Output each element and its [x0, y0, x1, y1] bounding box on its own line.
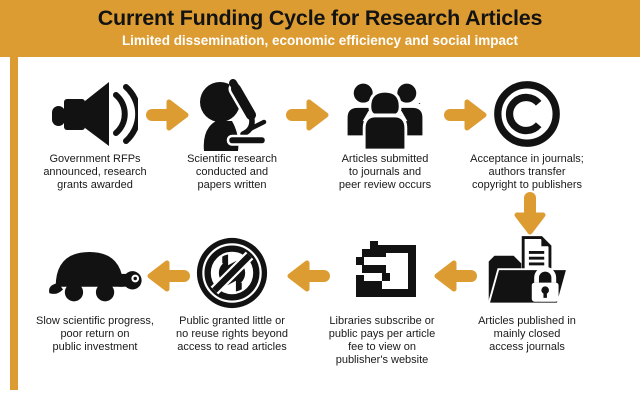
page-title: Current Funding Cycle for Research Artic…	[97, 6, 543, 30]
no-reuse-icon	[194, 234, 270, 312]
step-caption: Scientific research conducted and papers…	[187, 153, 277, 191]
step-caption: Public granted little or no reuse rights…	[176, 315, 288, 353]
header-banner: Current Funding Cycle for Research Artic…	[0, 0, 640, 57]
paywall-dollar-icon	[342, 234, 422, 312]
flow-step-3: Articles submitted to journals and peer …	[315, 78, 455, 192]
flow-step-6: Libraries subscribe or public pays per a…	[312, 234, 452, 367]
flow-step-5: Articles published in mainly closed acce…	[457, 234, 597, 354]
step-caption: Articles published in mainly closed acce…	[478, 315, 576, 353]
step-caption: Articles submitted to journals and peer …	[338, 153, 432, 191]
flow-arrow-left-icon	[146, 254, 190, 298]
researcher-microscope-icon	[194, 78, 270, 151]
step-caption: Acceptance in journals; authors transfer…	[470, 153, 584, 191]
locked-folder-icon	[483, 234, 571, 312]
page-subtitle: Limited dissemination, economic efficien…	[121, 33, 519, 48]
flow-step-4: Acceptance in journals; authors transfer…	[457, 78, 597, 192]
step-caption: Government RFPs announced, research gran…	[43, 153, 147, 191]
flow-arrow-right-icon	[444, 93, 488, 137]
turtle-icon	[43, 234, 147, 312]
announcement-speaker-icon	[52, 78, 138, 150]
step-caption: Slow scientific progress, poor return on…	[36, 315, 154, 353]
flow-step-8: Slow scientific progress, poor return on…	[25, 234, 165, 354]
copyright-icon	[491, 78, 563, 150]
flow-arrow-left-icon	[433, 254, 477, 298]
flow-arrow-down-icon	[508, 192, 552, 236]
flow-step-1: Government RFPs announced, research gran…	[25, 78, 165, 192]
flow-arrow-left-icon	[286, 254, 330, 298]
flow-step-2: Scientific research conducted and papers…	[162, 78, 302, 192]
peer-review-group-icon	[342, 78, 428, 150]
flow-step-7: Public granted little or no reuse rights…	[162, 234, 302, 354]
flow-arrow-right-icon	[286, 93, 330, 137]
step-caption: Libraries subscribe or public pays per a…	[328, 315, 436, 366]
left-accent-strip	[10, 57, 18, 390]
flow-arrow-right-icon	[146, 93, 190, 137]
